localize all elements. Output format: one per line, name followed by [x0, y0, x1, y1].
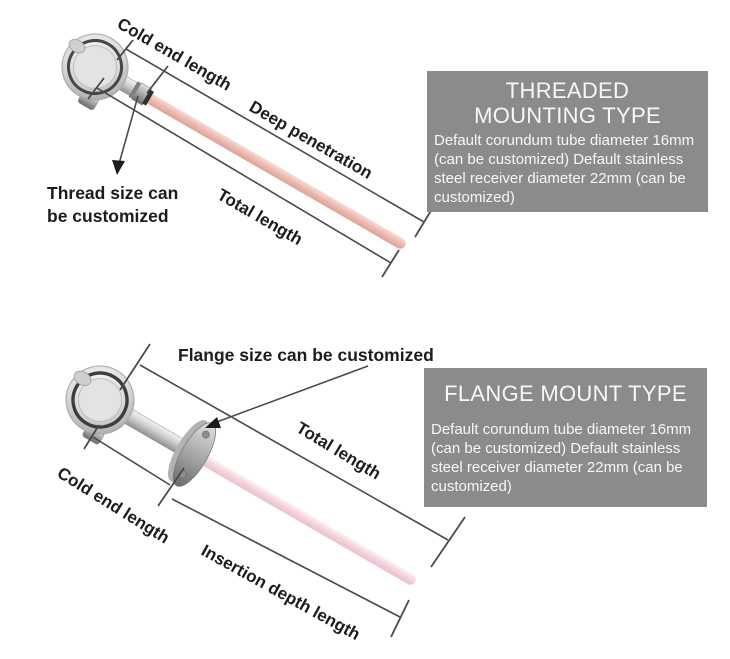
dim-line-insertion	[171, 498, 401, 618]
thread-leader-line	[118, 95, 139, 165]
collar-ring	[128, 81, 142, 99]
threaded-thermocouple-illustration: Cold end length Deep penetration Total l…	[47, 14, 433, 278]
threaded-mounting-description: Default corundum tube diameter 16mm (can…	[434, 132, 695, 206]
dim-tick-total-end	[381, 249, 400, 278]
thread-black-ring	[142, 89, 154, 106]
dim-tick-total-start	[119, 343, 151, 391]
label-total-length: Total length	[293, 418, 384, 483]
flange-mount-info-box: FLANGE MOUNT TYPE Default corundum tube …	[424, 368, 707, 507]
head-gasket-ring	[71, 371, 129, 429]
title-line1: THREADED	[505, 78, 630, 103]
flange-mount-description: Default corundum tube diameter 16mm (can…	[431, 421, 692, 495]
label-insertion-depth: Insertion depth length	[198, 541, 363, 644]
corundum-tube	[146, 94, 406, 249]
flange-arrowhead	[205, 417, 221, 428]
dim-tick-insertion-end	[390, 599, 410, 638]
dim-line-upper	[125, 48, 425, 223]
label-total-length: Total length	[214, 185, 306, 249]
dim-tick-upper-end	[414, 208, 433, 238]
title-line2: MOUNTING TYPE	[474, 103, 661, 128]
dim-tick-total-end	[430, 516, 466, 568]
dim-tick-upper-start	[116, 39, 134, 61]
label-thread-note-line1: Thread size can	[47, 183, 178, 203]
corundum-tube	[196, 453, 416, 585]
flange-leader-line	[213, 365, 369, 424]
flange-thermocouple-illustration: Flange size can be customized Total leng…	[54, 343, 466, 644]
head-knob	[68, 39, 86, 54]
dim-line-total	[96, 87, 392, 264]
label-flange-note: Flange size can be customized	[178, 345, 434, 365]
head-knob	[73, 370, 92, 386]
dim-divider-cold-end	[146, 65, 169, 94]
dim-divider-flange	[157, 467, 185, 507]
threaded-mounting-title: THREADED MOUNTING TYPE	[427, 78, 708, 128]
threaded-mounting-info-box: THREADED MOUNTING TYPE Default corundum …	[427, 71, 708, 212]
thread-arrowhead	[112, 160, 125, 175]
flange-mount-title: FLANGE MOUNT TYPE	[444, 381, 687, 406]
dim-tick-cold-start	[83, 424, 100, 450]
dim-tick-total-start	[87, 77, 105, 100]
label-thread-note-line2: be customized	[47, 206, 169, 226]
head-lid	[73, 45, 117, 89]
head-lid	[78, 378, 122, 422]
dim-line-total	[139, 364, 449, 541]
dim-line-cold-end	[92, 436, 171, 486]
flange-bolt-hole-top	[202, 430, 210, 439]
head-gasket-ring	[67, 39, 123, 95]
